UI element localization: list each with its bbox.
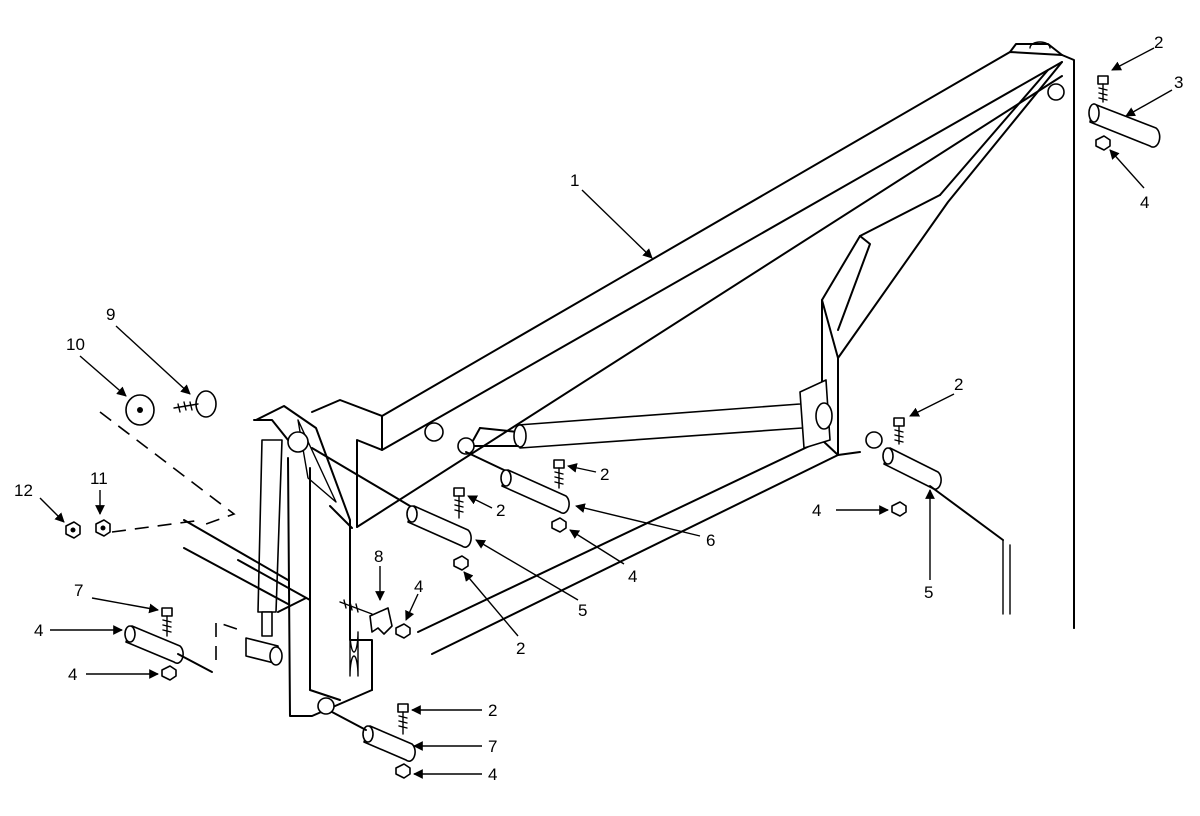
boom-assembly bbox=[99, 41, 1065, 717]
callout-4: 4 bbox=[628, 567, 637, 586]
callout-7: 4 bbox=[34, 621, 43, 640]
callout-4: 2 bbox=[516, 639, 525, 658]
callout-12: 12 bbox=[14, 481, 33, 500]
callout-7: 7 bbox=[488, 737, 497, 756]
callout-8: 8 bbox=[374, 547, 383, 566]
callout-2: 2 bbox=[600, 465, 609, 484]
callout-2: 2 bbox=[1154, 33, 1163, 52]
callout-4: 4 bbox=[414, 577, 423, 596]
bolts-and-nuts bbox=[65, 75, 1111, 779]
callout-6: 6 bbox=[706, 531, 715, 550]
callout-4: 4 bbox=[812, 501, 821, 520]
callout-10: 10 bbox=[66, 335, 85, 354]
callout-2: 2 bbox=[954, 375, 963, 394]
callout-labels: 1 2 3 4 9 10 2 12 11 2 6 2 4 4 5 5 8 4 2… bbox=[14, 33, 1183, 784]
callout-leaders bbox=[39, 47, 1173, 779]
callout-5: 5 bbox=[924, 583, 933, 602]
callout-2: 2 bbox=[488, 701, 497, 720]
callout-2: 2 bbox=[496, 501, 505, 520]
callout-11: 11 bbox=[90, 469, 108, 488]
vehicle-panel bbox=[1002, 54, 1075, 629]
callout-5: 5 bbox=[578, 601, 587, 620]
callout-2: 7 bbox=[74, 581, 83, 600]
callout-4: 4 bbox=[1140, 193, 1149, 212]
callout-4: 4 bbox=[488, 765, 497, 784]
callout-9: 9 bbox=[106, 305, 115, 324]
callout-4: 4 bbox=[68, 665, 77, 684]
callout-3: 3 bbox=[1174, 73, 1183, 92]
callout-1: 1 bbox=[570, 171, 579, 190]
pins bbox=[124, 103, 1161, 762]
